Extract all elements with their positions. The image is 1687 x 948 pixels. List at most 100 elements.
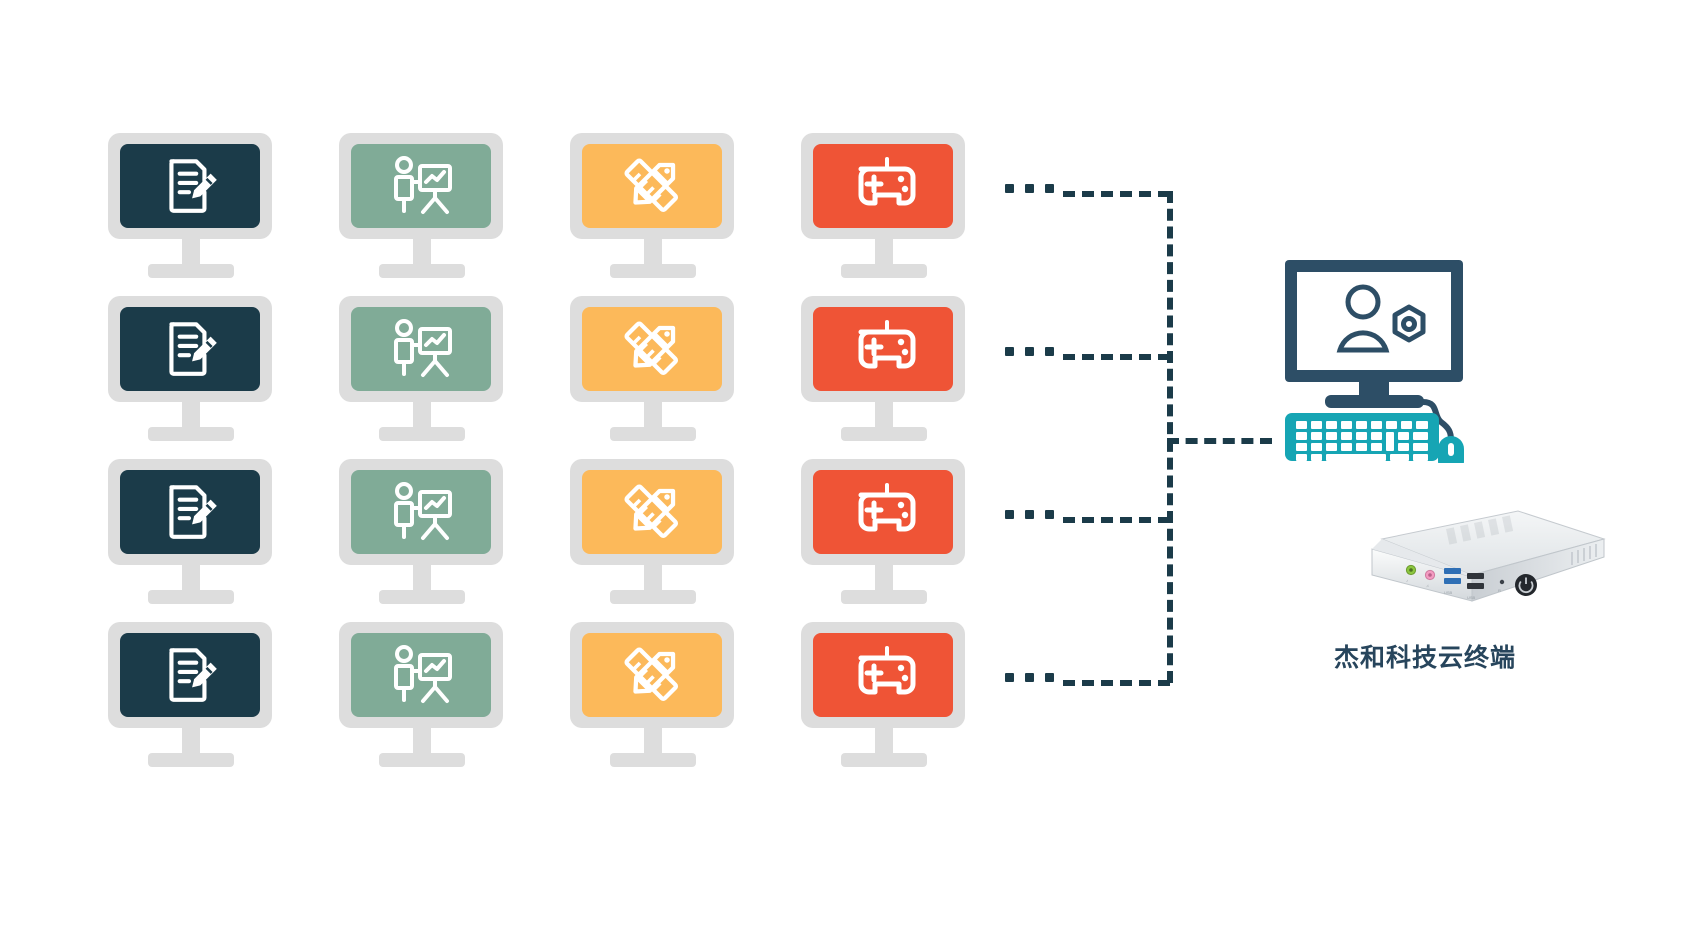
monitor-neck — [875, 239, 893, 267]
monitor-base — [841, 753, 927, 767]
mini-pc-brand-emboss — [1446, 515, 1514, 545]
presentation-chart-icon — [394, 319, 452, 377]
client-monitor-document[interactable] — [108, 133, 280, 283]
pencil-ruler-icon — [624, 158, 679, 213]
client-monitor-presentation[interactable] — [339, 459, 511, 609]
usb3-port — [1444, 568, 1461, 574]
client-monitor-gaming[interactable] — [801, 622, 973, 772]
connector-row-1 — [1063, 191, 1170, 197]
svg-text:R: R — [1498, 588, 1501, 593]
reset-pinhole — [1499, 579, 1505, 585]
usb2-port — [1467, 573, 1484, 579]
client-monitor-gaming[interactable] — [801, 296, 973, 446]
mini-pc-device[interactable]: ♪ ♫ USB USB R — [1368, 505, 1608, 625]
client-monitor-presentation[interactable] — [339, 133, 511, 283]
monitor-base — [148, 590, 234, 604]
connector-row-2 — [1063, 354, 1170, 360]
ellipsis-dot — [1005, 184, 1014, 193]
monitor-neck — [182, 728, 200, 756]
monitor-neck — [875, 402, 893, 430]
client-monitor-design[interactable] — [570, 622, 742, 772]
client-monitor-gaming[interactable] — [801, 133, 973, 283]
ellipsis-dot — [1045, 673, 1054, 682]
pencil-ruler-icon — [624, 484, 679, 539]
monitor-base — [379, 264, 465, 278]
cloud-terminal-workstation[interactable] — [1283, 258, 1483, 474]
monitor-screen — [582, 144, 722, 228]
monitor-screen — [351, 307, 491, 391]
presentation-chart-icon — [394, 645, 452, 703]
monitor-neck — [875, 728, 893, 756]
monitor-neck — [644, 402, 662, 430]
client-monitor-gaming[interactable] — [801, 459, 973, 609]
connector-row-3 — [1063, 517, 1170, 523]
client-monitor-design[interactable] — [570, 459, 742, 609]
monitor-screen — [582, 470, 722, 554]
monitor-neck — [644, 728, 662, 756]
presentation-chart-icon — [394, 482, 452, 540]
client-monitor-document[interactable] — [108, 622, 280, 772]
mouse-icon — [1438, 436, 1464, 474]
pencil-ruler-icon — [624, 321, 679, 376]
client-monitor-presentation[interactable] — [339, 622, 511, 772]
svg-text:USB: USB — [1467, 595, 1476, 600]
monitor-base — [148, 753, 234, 767]
monitor-base — [379, 753, 465, 767]
presentation-chart-icon — [394, 156, 452, 214]
monitor-base — [610, 264, 696, 278]
pencil-ruler-icon — [624, 647, 679, 702]
keyboard-icon — [1285, 413, 1439, 461]
client-monitor-document[interactable] — [108, 459, 280, 609]
monitor-neck — [413, 565, 431, 593]
monitor-neck — [182, 402, 200, 430]
ellipsis-dot — [1045, 184, 1054, 193]
monitor-neck — [413, 239, 431, 267]
row-ellipsis-4 — [1005, 673, 1054, 682]
row-ellipsis-3 — [1005, 510, 1054, 519]
document-edit-icon — [169, 648, 217, 702]
connector-bus-vertical — [1167, 191, 1173, 683]
client-monitor-design[interactable] — [570, 296, 742, 446]
connector-to-terminal — [1167, 438, 1272, 444]
ellipsis-dot — [1005, 347, 1014, 356]
gamepad-icon — [858, 320, 916, 369]
row-ellipsis-2 — [1005, 347, 1054, 356]
ellipsis-dot — [1025, 510, 1034, 519]
monitor-base — [379, 590, 465, 604]
document-edit-icon — [169, 322, 217, 376]
monitor-screen — [813, 470, 953, 554]
svg-text:USB: USB — [1444, 590, 1453, 595]
client-monitor-document[interactable] — [108, 296, 280, 446]
usb2-port — [1467, 583, 1484, 589]
monitor-screen — [813, 633, 953, 717]
monitor-screen — [120, 307, 260, 391]
monitor-base — [841, 264, 927, 278]
monitor-base — [841, 590, 927, 604]
monitor-screen — [120, 470, 260, 554]
monitor-base — [610, 590, 696, 604]
gamepad-icon — [858, 483, 916, 532]
mouse-cable — [1420, 399, 1454, 443]
monitor-screen — [813, 307, 953, 391]
gamepad-icon — [858, 646, 916, 695]
ellipsis-dot — [1005, 510, 1014, 519]
connector-row-4 — [1063, 680, 1170, 686]
client-monitor-presentation[interactable] — [339, 296, 511, 446]
monitor-screen — [813, 144, 953, 228]
monitor-screen — [120, 633, 260, 717]
monitor-neck — [644, 565, 662, 593]
monitor-neck — [182, 239, 200, 267]
svg-text:♪: ♪ — [1406, 578, 1408, 583]
document-edit-icon — [169, 159, 217, 213]
monitor-base — [841, 427, 927, 441]
ellipsis-dot — [1005, 673, 1014, 682]
monitor-base — [610, 427, 696, 441]
client-monitor-design[interactable] — [570, 133, 742, 283]
monitor-screen — [120, 144, 260, 228]
monitor-screen — [582, 307, 722, 391]
monitor-neck — [182, 565, 200, 593]
ellipsis-dot — [1025, 347, 1034, 356]
monitor-screen — [351, 633, 491, 717]
user-settings-icon — [1336, 284, 1390, 353]
